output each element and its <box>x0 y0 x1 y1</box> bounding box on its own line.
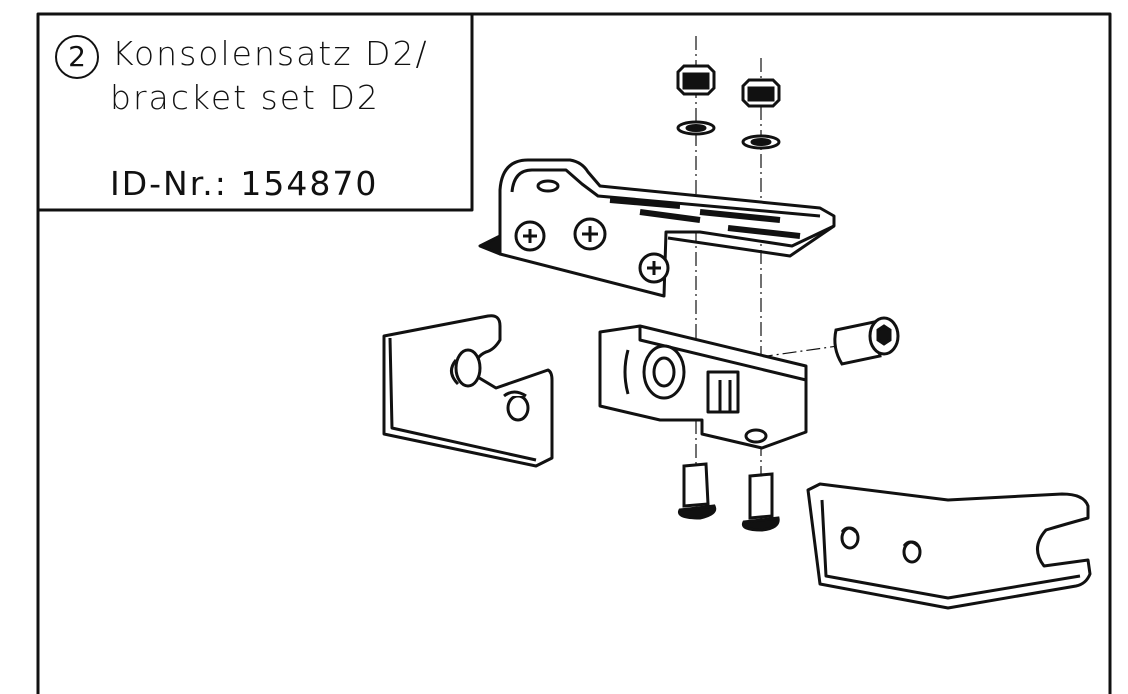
washer-right <box>741 134 781 150</box>
countersunk-screw-left <box>677 462 717 520</box>
center-block <box>598 324 808 450</box>
socket-screw <box>833 316 900 366</box>
countersunk-screw-right <box>741 472 780 532</box>
left-clamp <box>382 314 554 468</box>
sheet-frame <box>36 12 1112 694</box>
position-number-circle: 2 <box>55 35 99 79</box>
id-number: ID-Nr.: 154870 <box>110 164 379 203</box>
hex-nut-left <box>676 64 716 96</box>
title-block: 2 Konsolensatz D2/ bracket set D2 ID-Nr.… <box>38 14 470 210</box>
title-english: bracket set D2 <box>110 78 380 117</box>
hex-nut-right <box>741 78 781 108</box>
title-german: Konsolensatz D2/ <box>112 34 429 73</box>
washer-left <box>676 120 716 136</box>
lower-bracket <box>806 482 1092 610</box>
upper-bracket <box>478 158 836 298</box>
title-box-border <box>36 12 474 212</box>
